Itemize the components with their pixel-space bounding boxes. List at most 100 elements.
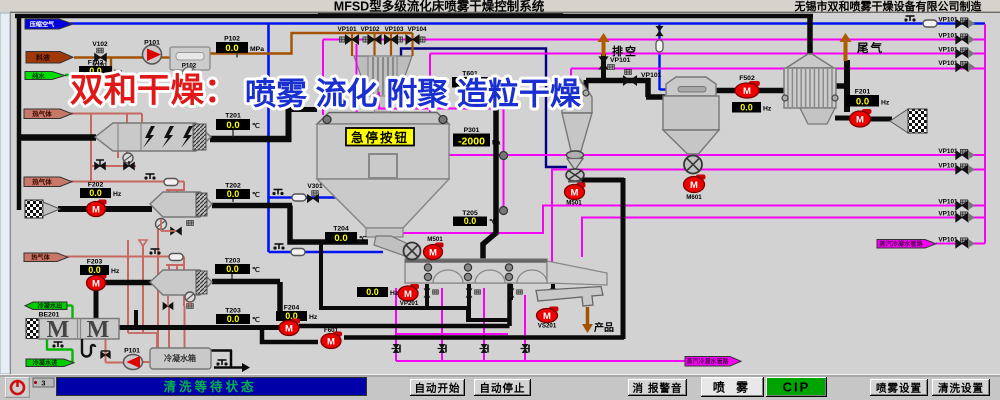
svg-text:P102: P102 <box>224 36 240 43</box>
svg-text:℃: ℃ <box>252 316 260 324</box>
svg-text:Hz: Hz <box>763 106 772 113</box>
svg-text:Hz: Hz <box>111 268 120 275</box>
svg-text:M: M <box>92 205 100 216</box>
svg-text:自动开始: 自动开始 <box>415 381 461 394</box>
svg-text:M601: M601 <box>686 194 702 201</box>
svg-text:V301: V301 <box>307 183 323 190</box>
svg-text:0.0: 0.0 <box>334 233 347 244</box>
svg-text:尾气: 尾气 <box>856 41 884 55</box>
svg-text:V102: V102 <box>92 41 108 48</box>
svg-text:T202: T202 <box>225 183 241 190</box>
svg-text:T203: T203 <box>225 258 241 265</box>
svg-text:VP101: VP101 <box>938 163 958 170</box>
svg-text:M: M <box>543 311 551 322</box>
svg-text:蒸汽冷凝水管路: 蒸汽冷凝水管路 <box>878 240 923 248</box>
svg-text:M: M <box>47 317 70 343</box>
svg-text:冷凝水进: 冷凝水进 <box>33 359 59 367</box>
svg-text:喷雾 流化 附聚 造粒干燥: 喷雾 流化 附聚 造粒干燥 <box>245 77 582 112</box>
svg-text:VP201: VP201 <box>400 300 419 307</box>
svg-text:T201: T201 <box>225 113 241 120</box>
svg-text:3: 3 <box>41 379 45 388</box>
svg-text:VP101: VP101 <box>610 57 631 64</box>
svg-text:0.0: 0.0 <box>226 120 239 131</box>
svg-text:VP103: VP103 <box>385 26 404 33</box>
svg-text:MPa: MPa <box>250 46 264 53</box>
svg-text:喷雾设置: 喷雾设置 <box>876 381 922 394</box>
svg-text:M501: M501 <box>427 236 443 243</box>
svg-text:VP101: VP101 <box>338 26 357 33</box>
svg-text:0.0: 0.0 <box>285 311 298 321</box>
svg-text:喷 雾: 喷 雾 <box>713 379 752 394</box>
svg-text:Hz: Hz <box>114 69 123 76</box>
svg-text:冷凝水出: 冷凝水出 <box>38 302 63 310</box>
svg-text:Hz: Hz <box>390 290 399 297</box>
svg-text:热气体: 热气体 <box>31 254 50 262</box>
svg-text:P301: P301 <box>464 127 480 134</box>
svg-text:M: M <box>404 289 412 300</box>
svg-text:热气体: 热气体 <box>32 177 52 186</box>
svg-text:0.0: 0.0 <box>464 78 477 88</box>
svg-text:F601: F601 <box>324 327 339 334</box>
svg-text:VP101: VP101 <box>938 237 958 244</box>
svg-text:CIP: CIP <box>783 380 811 395</box>
svg-text:冷凝水箱: 冷凝水箱 <box>164 353 196 363</box>
svg-text:F201: F201 <box>855 89 871 96</box>
svg-text:VP104: VP104 <box>408 26 427 33</box>
svg-text:压缩空气: 压缩空气 <box>30 21 56 29</box>
svg-text:0.0: 0.0 <box>225 43 238 54</box>
svg-text:T601: T601 <box>462 71 478 78</box>
svg-text:VP101: VP101 <box>938 60 958 67</box>
svg-text:P102: P102 <box>182 63 197 70</box>
svg-text:T203: T203 <box>225 308 241 315</box>
svg-text:0.0: 0.0 <box>366 287 379 297</box>
svg-text:BE201: BE201 <box>39 312 60 319</box>
svg-text:Pa: Pa <box>492 140 501 147</box>
svg-text:M: M <box>690 180 698 191</box>
svg-text:F102: F102 <box>88 60 104 67</box>
svg-text:F203: F203 <box>87 259 103 266</box>
svg-text:M: M <box>571 188 579 199</box>
svg-text:无锡市双和喷雾干燥设备有限公司制造: 无锡市双和喷雾干燥设备有限公司制造 <box>794 0 983 13</box>
svg-text:0.0: 0.0 <box>227 189 240 199</box>
svg-text:纯水: 纯水 <box>32 71 45 80</box>
svg-text:Hz: Hz <box>881 100 890 107</box>
svg-text:℃: ℃ <box>252 191 260 199</box>
svg-text:℃: ℃ <box>489 218 497 226</box>
svg-text:M501: M501 <box>566 200 582 207</box>
svg-text:V101: V101 <box>92 62 108 69</box>
svg-text:℃: ℃ <box>252 266 260 274</box>
svg-text:M: M <box>92 279 100 290</box>
svg-text:0.0: 0.0 <box>856 97 869 108</box>
svg-text:M: M <box>743 86 751 97</box>
svg-text:VP101: VP101 <box>641 72 662 79</box>
svg-text:VP102: VP102 <box>361 26 380 33</box>
svg-text:M: M <box>327 337 335 348</box>
svg-text:双和干燥：: 双和干燥： <box>70 73 238 110</box>
svg-text:0.0: 0.0 <box>88 265 101 275</box>
svg-text:清洗设置: 清洗设置 <box>938 381 984 394</box>
svg-text:0.0: 0.0 <box>89 66 102 76</box>
svg-text:℃: ℃ <box>490 80 498 88</box>
svg-text:MFSD型多级流化床喷雾干燥控制系统: MFSD型多级流化床喷雾干燥控制系统 <box>334 0 545 14</box>
svg-text:M: M <box>429 248 437 259</box>
svg-text:Hz: Hz <box>113 191 122 198</box>
svg-text:蒸汽冷凝水管路: 蒸汽冷凝水管路 <box>686 358 729 366</box>
svg-text:消 报警音: 消 报警音 <box>633 381 683 394</box>
svg-text:料液: 料液 <box>36 53 51 62</box>
svg-text:℃: ℃ <box>252 122 260 130</box>
svg-text:VP101: VP101 <box>938 47 958 54</box>
svg-text:热气体: 热气体 <box>32 109 52 118</box>
svg-text:VP101: VP101 <box>938 211 958 218</box>
svg-text:VP101: VP101 <box>938 33 958 40</box>
svg-text:0.0: 0.0 <box>89 188 102 198</box>
svg-text:0.0: 0.0 <box>226 264 239 274</box>
svg-text:T205: T205 <box>462 210 478 217</box>
svg-text:Hz: Hz <box>309 314 318 321</box>
svg-text:0.0: 0.0 <box>227 314 240 324</box>
svg-text:T204: T204 <box>333 226 349 233</box>
svg-text:F502: F502 <box>739 75 755 82</box>
svg-text:排空: 排空 <box>612 44 638 58</box>
svg-text:VS201: VS201 <box>538 323 557 330</box>
svg-text:VP101: VP101 <box>938 17 958 24</box>
svg-text:F204: F204 <box>284 305 300 312</box>
